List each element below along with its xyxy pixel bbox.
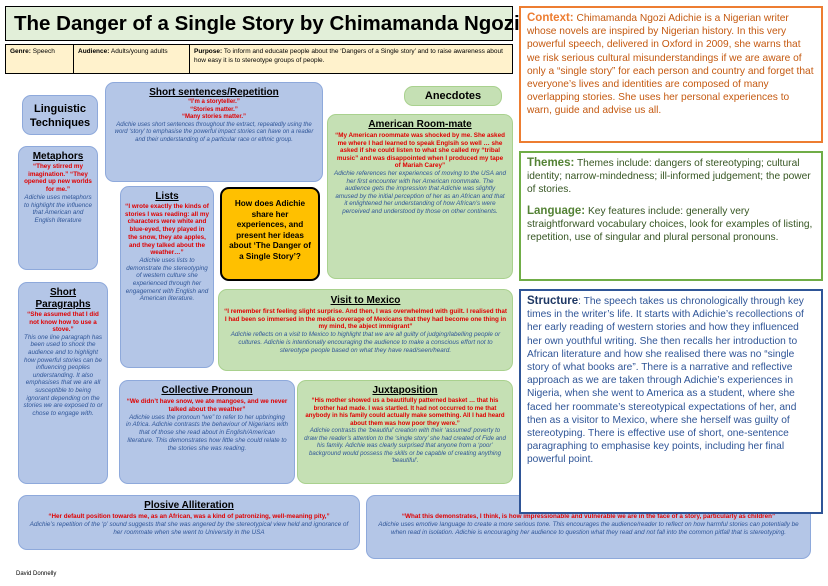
structure-box: Structure: The speech takes us chronolog…	[519, 289, 823, 514]
audience-cell: Audience: Adults/young adults	[74, 45, 190, 73]
roommate-box: American Room-mate “My American roommate…	[327, 114, 513, 279]
themes-text: Themes: Themes include: dangers of stere…	[527, 157, 811, 196]
context-box: Context: Chimamanda Ngozi Adichie is a N…	[519, 6, 823, 143]
purpose-cell: Purpose: To inform and educate people ab…	[194, 48, 503, 64]
central-question-box: How does Adichie share her experiences, …	[220, 187, 320, 281]
language-text: Language: Key features include: generall…	[527, 204, 813, 244]
metaphors-box: Metaphors “They stirred my imagination.”…	[18, 146, 98, 270]
genre-cell: Genre: Speech	[6, 45, 74, 73]
plosive-alliteration-box: Plosive Alliteration “Her default positi…	[18, 495, 360, 550]
short-sentences-box: Short sentences/Repetition “I’m a storyt…	[105, 82, 323, 182]
lists-box: Lists “I wrote exactly the kinds of stor…	[120, 186, 214, 368]
anecdotes-label: Anecdotes	[404, 86, 502, 106]
linguistic-techniques-label: Linguistic Techniques	[22, 95, 98, 135]
author-credit: David Donnelly	[16, 571, 57, 577]
page-title: The Danger of a Single Story by Chimaman…	[5, 6, 599, 41]
themes-language-box: Themes: Themes include: dangers of stere…	[519, 151, 823, 281]
info-table: Genre: Speech Audience: Adults/young adu…	[5, 44, 513, 74]
juxtaposition-box: Juxtaposition “His mother showed us a be…	[297, 380, 513, 484]
collective-pronoun-box: Collective Pronoun “We didn’t have snow,…	[119, 380, 295, 484]
mexico-box: Visit to Mexico “I remember first feelin…	[218, 289, 513, 371]
short-paragraphs-box: Short Paragraphs “She assumed that I did…	[18, 282, 108, 484]
